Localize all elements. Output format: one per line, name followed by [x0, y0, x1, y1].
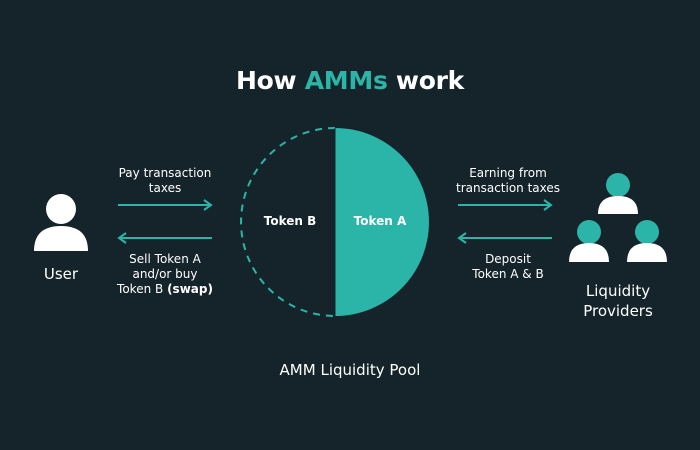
- swap-line3-prefix: Token B: [117, 282, 168, 296]
- arrow-pool-to-providers: [458, 199, 553, 211]
- title-accent: AMMs: [304, 66, 388, 95]
- swap-line1: Sell Token A: [129, 252, 201, 266]
- providers-label-line2: Providers: [583, 302, 653, 320]
- deposit-label: Deposit Token A & B: [443, 252, 573, 282]
- title-prefix: How: [236, 66, 305, 95]
- title-suffix: work: [387, 66, 464, 95]
- earning-label: Earning from transaction taxes: [443, 166, 573, 196]
- earning-line2: transaction taxes: [455, 181, 561, 195]
- providers-label-line1: Liquidity: [585, 282, 651, 300]
- token-b-dashed-half-circle: [240, 127, 336, 317]
- token-a-half-circle: [335, 128, 429, 316]
- token-a-label: Token A: [353, 214, 407, 228]
- token-b-label: Token B: [263, 214, 317, 228]
- arrow-providers-to-pool: [457, 232, 552, 244]
- liquidity-providers-icon: [569, 173, 667, 262]
- arrow-pool-to-user: [117, 232, 212, 244]
- swap-line3: Token B (swap): [105, 282, 225, 297]
- providers-label: Liquidity Providers: [568, 281, 668, 321]
- user-label: User: [43, 265, 79, 283]
- pay-taxes-line2: taxes: [148, 181, 182, 195]
- user-icon: [34, 194, 88, 251]
- swap-line2: and/or buy: [132, 267, 198, 281]
- pay-taxes-line1: Pay transaction: [118, 166, 212, 180]
- deposit-line1: Deposit: [485, 252, 531, 266]
- pool-label: AMM Liquidity Pool: [279, 361, 421, 379]
- arrow-user-to-pool: [118, 199, 213, 211]
- deposit-line2: Token A & B: [472, 267, 544, 281]
- swap-line3-bold: (swap): [167, 282, 213, 296]
- diagram-title: How AMMs work: [0, 66, 700, 95]
- swap-label: Sell Token A and/or buy Token B (swap): [105, 252, 225, 297]
- pay-taxes-label: Pay transaction taxes: [105, 166, 225, 196]
- earning-line1: Earning from: [469, 166, 547, 180]
